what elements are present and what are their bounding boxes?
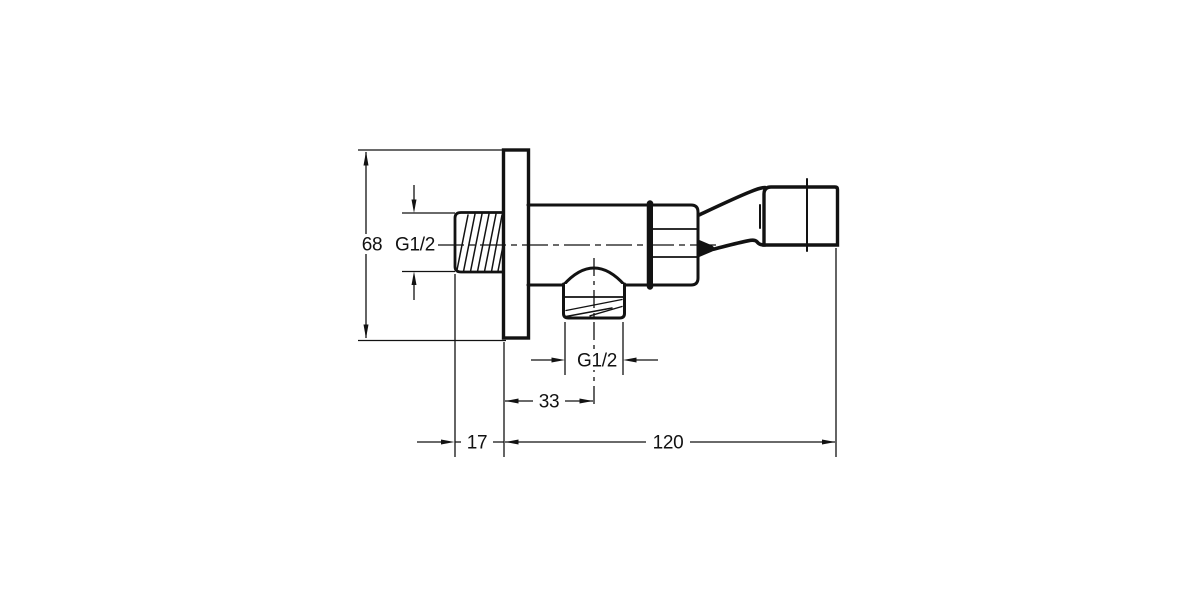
- arrowhead-up: [411, 271, 417, 285]
- valve-body: [526, 203, 652, 287]
- label-mask: [357, 234, 387, 254]
- dim-label-height: 68: [362, 235, 383, 256]
- dimension-labels: 68 G1/2 G1/2 33 17 120: [362, 235, 684, 454]
- holder-cup: [762, 185, 840, 247]
- arrowhead-left: [505, 398, 519, 404]
- arrowhead-down: [363, 324, 369, 339]
- arrowheads: [363, 151, 836, 445]
- arrowhead-right: [551, 357, 565, 363]
- dim-label-projection: 120: [653, 433, 684, 454]
- arrowhead-down: [411, 199, 417, 213]
- holder-arm-upper-edge: [697, 185, 767, 217]
- centerlines: [438, 244, 716, 404]
- arrowhead-left: [623, 357, 637, 363]
- label-masks: [357, 234, 690, 451]
- dim-label-inlet-thread: G1/2: [395, 235, 435, 256]
- valve-outline-group: [453, 148, 840, 340]
- label-mask: [533, 391, 565, 410]
- label-mask: [573, 350, 621, 370]
- arrowhead-left: [505, 439, 519, 445]
- dim-label-outlet-thread: G1/2: [577, 351, 617, 372]
- dim-label-wall-distance: 17: [467, 433, 488, 454]
- label-mask: [393, 234, 437, 254]
- arrowhead-right: [822, 439, 836, 445]
- inlet-thread-hatch: [456, 213, 504, 273]
- arrowhead-right: [579, 398, 593, 404]
- label-mask: [646, 432, 690, 451]
- arrowhead-up: [363, 151, 369, 166]
- wall-plate: [501, 148, 531, 340]
- holder-arm-lower-edge: [710, 238, 767, 252]
- label-mask: [461, 432, 493, 451]
- dim-label-outlet-offset: 33: [539, 392, 560, 413]
- arrowhead-right: [441, 439, 455, 445]
